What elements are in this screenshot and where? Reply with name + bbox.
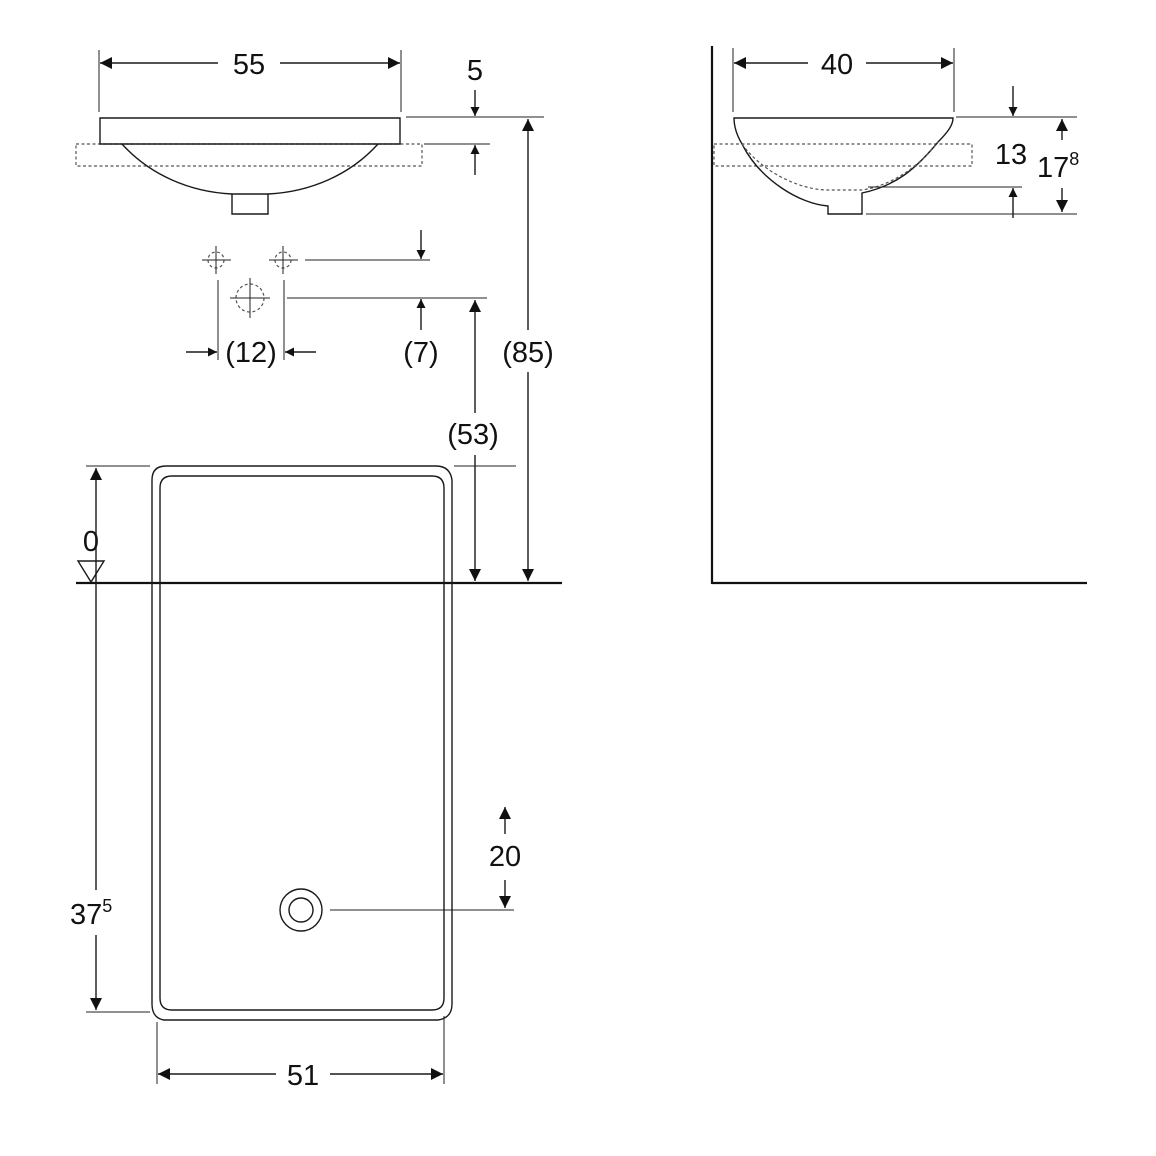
plan-view: 20 375 51 [70,465,521,1092]
plan-depth-main: 37 [70,899,102,931]
bowl-depth-label: 13 [995,139,1027,171]
drain-inner-ring [288,897,314,923]
floor-level-symbol [76,560,106,584]
front-view: 55 5 (85) ( [75,49,562,585]
drain-offset-label: 20 [489,841,521,873]
total-depth-main: 17 [1037,152,1069,184]
total-depth-label: 178 [1037,149,1079,184]
tap-spacing-label: (12) [225,337,277,369]
tap-hole-right [269,246,298,274]
side-basin-inner [741,141,939,191]
tap-offset-label: (7) [403,337,438,369]
countertop-outline [75,143,423,167]
height-85-label: (85) [502,337,554,369]
total-depth-sup: 8 [1069,149,1079,169]
side-view: 40 13 178 [710,46,1087,585]
side-countertop-outline [713,143,973,167]
plan-width-label: 51 [287,1060,319,1092]
width-label: 55 [233,49,265,81]
plan-depth-label: 375 [70,896,112,931]
floor-level-label: 0 [83,526,99,558]
basin-bowl [121,143,379,195]
rim-label: 5 [467,55,483,87]
tap-hole-left [202,246,231,274]
height-53-label: (53) [447,419,499,451]
waste-outlet-symbol [230,278,270,318]
depth-label: 40 [821,49,853,81]
plan-basin-bowl [159,475,445,1011]
plan-basin-rim [151,465,453,1021]
drain-outer-ring [279,888,323,932]
side-basin-profile [733,117,954,215]
basin-rim [99,117,401,145]
plan-depth-sup: 5 [102,896,112,916]
outlet-spigot [231,194,269,215]
